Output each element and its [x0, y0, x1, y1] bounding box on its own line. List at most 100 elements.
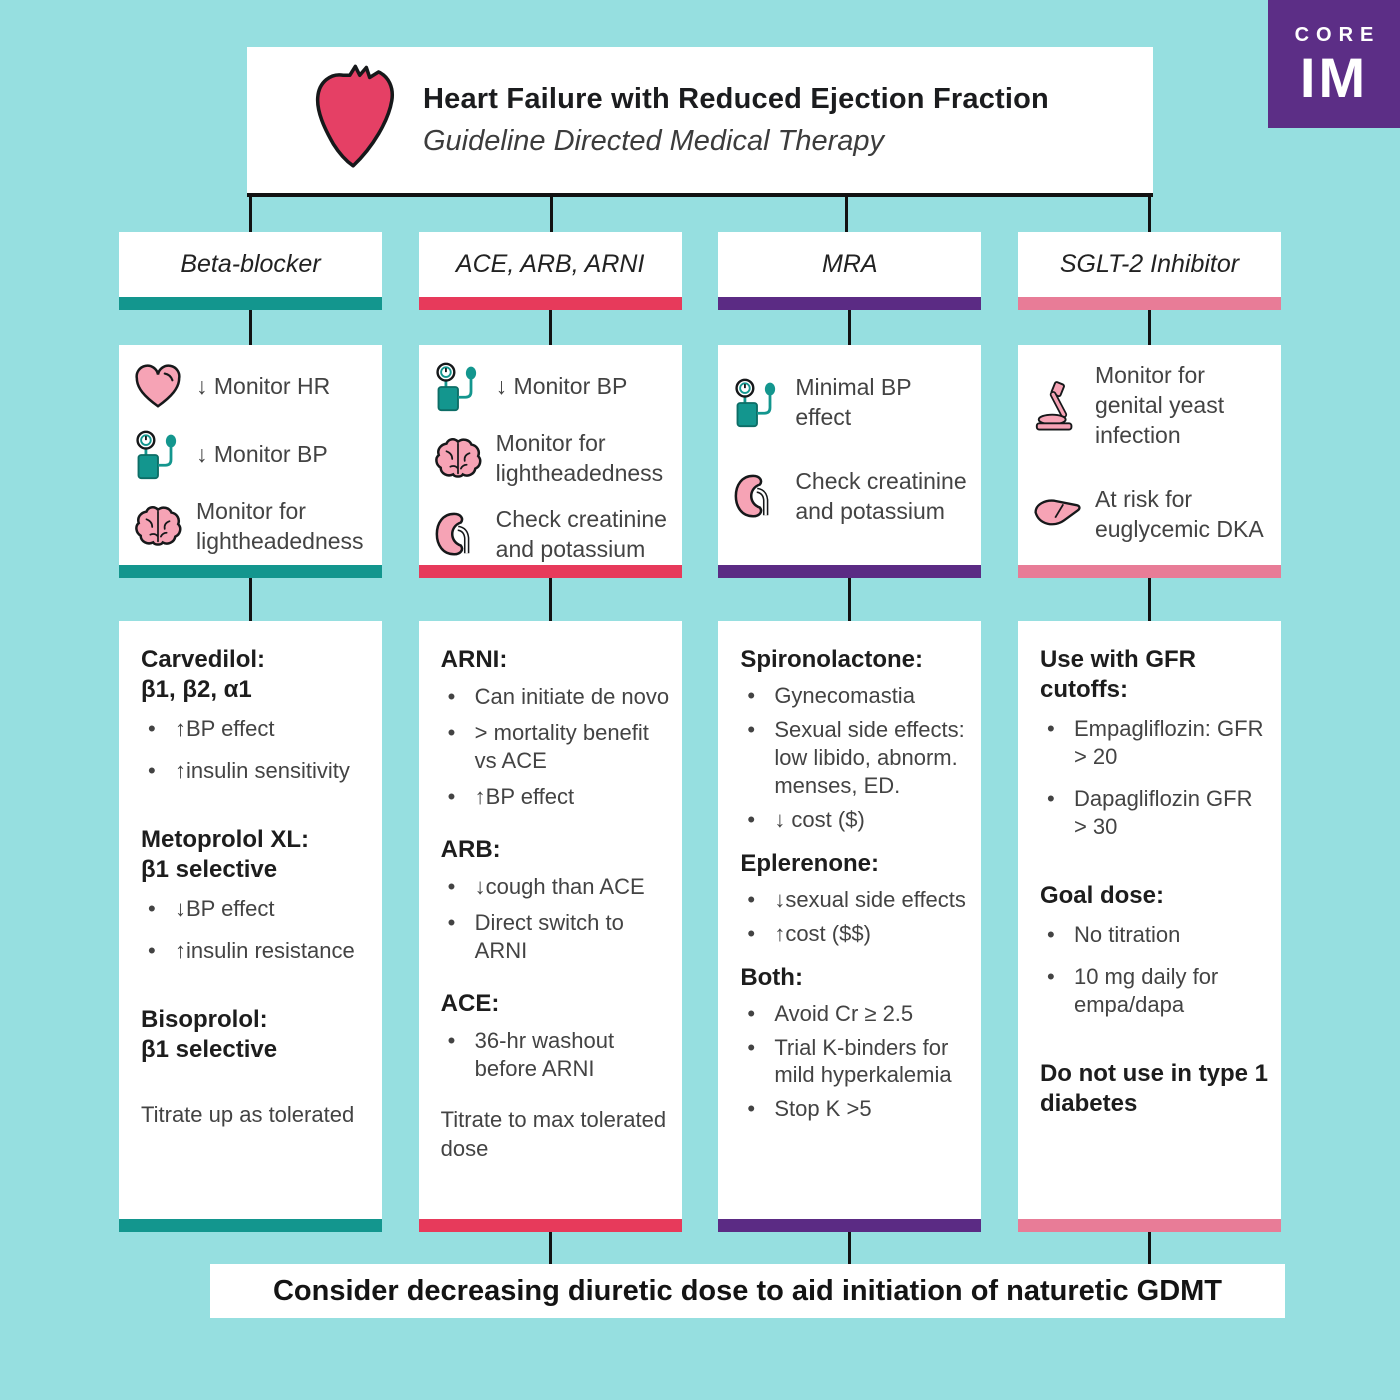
detail-text: ↑insulin resistance: [175, 937, 355, 963]
monitoring-item: Monitor for genital yeast infection: [1030, 361, 1273, 451]
bullet-dot: •: [447, 1027, 456, 1053]
detail-note: Titrate to max tolerated dose: [440, 1107, 667, 1162]
monitoring-box: Minimal BP effect Check creatinine and p…: [718, 345, 982, 578]
connector-line: [1147, 578, 1151, 621]
detail-bullet: • ↓sexual side effects: [740, 886, 969, 914]
detail-bullet: • Trial K-binders for mild hyperkalemia: [740, 1034, 969, 1090]
detail-text: 36-hr washout before ARNI: [474, 1027, 615, 1081]
connector-line: [1147, 1232, 1151, 1264]
connector-line: [249, 194, 252, 232]
detail-bullet: • Empagliflozin: GFR > 20: [1040, 715, 1269, 771]
bullet-dot: •: [447, 909, 456, 935]
bullet-dot: •: [747, 1000, 756, 1026]
details-list: Carvedilol: β1, β2, α1 • ↑BP effect • ↑i…: [141, 645, 370, 1129]
accent-bar: [718, 1219, 982, 1232]
anatomical-heart-icon: [307, 62, 397, 178]
monitoring-items: ↓ Monitor BP Monitor for lightheadedness…: [431, 361, 674, 565]
connector-horizontal-line: [247, 194, 1153, 197]
header-text: Heart Failure with Reduced Ejection Frac…: [423, 83, 1049, 158]
bp-cuff-icon: [431, 361, 485, 413]
monitoring-box: Monitor for genital yeast infection At r…: [1017, 345, 1281, 578]
detail-text: ↓BP effect: [175, 895, 275, 921]
bullet-dot: •: [447, 873, 456, 899]
connector-line: [1147, 310, 1151, 345]
accent-bar: [718, 297, 982, 310]
detail-text: No titration: [1073, 921, 1181, 947]
monitoring-item: Check creatinine and potassium: [431, 505, 674, 565]
detail-text: Sexual side effects: low libido, abnorm.…: [774, 716, 965, 798]
details-box: Use with GFR cutoffs: • Empagliflozin: G…: [1017, 621, 1281, 1232]
detail-text: Dapagliflozin GFR > 30: [1073, 785, 1253, 839]
detail-heading: Use with GFR cutoffs:: [1039, 646, 1196, 703]
detail-bullet: • Avoid Cr ≥ 2.5: [740, 1000, 969, 1028]
column-ace-arb-arni: ACE, ARB, ARNI ↓ Monitor BP Monitor for …: [418, 232, 682, 1264]
detail-heading: Both:: [740, 963, 803, 991]
monitoring-text: ↓ Monitor BP: [196, 441, 328, 468]
detail-text: ↑BP effect: [175, 716, 275, 741]
connector-line: [548, 578, 552, 621]
monitoring-text: ↓ Monitor HR: [196, 373, 331, 400]
column-beta-blocker: Beta-blocker ↓ Monitor HR ↓ Monitor BP: [119, 232, 382, 1264]
connector-line: [548, 1232, 552, 1264]
detail-bullet: • ↑cost ($$): [740, 920, 969, 948]
column-sglt2-inhibitor: SGLT-2 Inhibitor Monitor for genital yea…: [1017, 232, 1281, 1264]
core-im-logo: CORE IM: [1268, 0, 1400, 128]
detail-heading: ARB:: [440, 835, 501, 863]
bullet-dot: •: [1046, 963, 1055, 989]
connector-line: [548, 310, 552, 345]
monitoring-text: At risk for euglycemic DKA: [1094, 485, 1264, 542]
kidney-icon: [431, 509, 485, 561]
accent-bar: [119, 297, 382, 310]
column-title-box: Beta-blocker: [119, 232, 382, 310]
connector-line: [1148, 194, 1151, 232]
monitoring-box: ↓ Monitor BP Monitor for lightheadedness…: [418, 345, 682, 578]
bullet-dot: •: [447, 684, 456, 709]
column-title-box: ACE, ARB, ARNI: [418, 232, 682, 310]
bullet-dot: •: [1046, 785, 1055, 811]
accent-bar: [418, 1219, 682, 1232]
detail-text: Empagliflozin: GFR > 20: [1073, 716, 1264, 769]
detail-text: ↑BP effect: [474, 783, 575, 809]
columns: Beta-blocker ↓ Monitor HR ↓ Monitor BP: [119, 232, 1281, 1264]
column-title: MRA: [822, 250, 878, 278]
connector-line: [848, 310, 852, 345]
bullet-dot: •: [447, 719, 456, 745]
monitoring-items: ↓ Monitor HR ↓ Monitor BP Monitor for li…: [131, 361, 374, 557]
bullet-dot: •: [148, 895, 156, 921]
monitoring-text: Monitor for genital yeast infection: [1094, 362, 1225, 448]
connector-line: [249, 310, 252, 345]
detail-heading: Do not use in type 1 diabetes: [1039, 1059, 1268, 1117]
detail-bullet: • No titration: [1040, 921, 1269, 949]
bp-cuff-icon: [131, 429, 185, 481]
bullet-dot: •: [747, 920, 756, 946]
bullet-dot: •: [1046, 921, 1055, 947]
detail-bullet: • ↓ cost ($): [740, 806, 969, 834]
detail-bullet: • Can initiate de novo: [441, 683, 670, 711]
bullet-dot: •: [747, 1034, 756, 1060]
detail-bullet: • Sexual side effects: low libido, abnor…: [740, 716, 969, 800]
logo-text-im: IM: [1299, 45, 1369, 109]
bullet-dot: •: [747, 716, 756, 742]
bottom-banner: Consider decreasing diuretic dose to aid…: [210, 1264, 1285, 1318]
bullet-dot: •: [148, 716, 156, 741]
monitoring-item: ↓ Monitor HR: [131, 361, 374, 413]
accent-bar: [418, 297, 682, 310]
monitoring-item: ↓ Monitor BP: [131, 429, 374, 481]
detail-bullet: • ↓cough than ACE: [441, 873, 670, 901]
column-mra: MRA Minimal BP effect Check creatinine a…: [718, 232, 982, 1264]
logo-text-core: CORE: [1294, 23, 1381, 46]
connector-line: [550, 194, 553, 232]
bullet-dot: •: [1046, 716, 1055, 741]
monitoring-item: Minimal BP effect: [730, 373, 973, 433]
brain-icon: [131, 501, 185, 553]
monitoring-text: Monitor for lightheadedness: [196, 498, 364, 554]
monitoring-item: ↓ Monitor BP: [431, 361, 674, 413]
bullet-dot: •: [148, 757, 156, 783]
detail-heading: ACE:: [440, 989, 500, 1017]
detail-bullet: • 10 mg daily for empa/dapa: [1040, 963, 1269, 1019]
detail-bullet: • ↓BP effect: [141, 895, 370, 923]
detail-bullet: • 36-hr washout before ARNI: [441, 1027, 670, 1083]
details-list: ARNI: • Can initiate de novo • > mortali…: [441, 645, 670, 1164]
header-box: Heart Failure with Reduced Ejection Frac…: [247, 47, 1153, 196]
detail-heading: Metoprolol XL: β1 selective: [141, 825, 309, 883]
